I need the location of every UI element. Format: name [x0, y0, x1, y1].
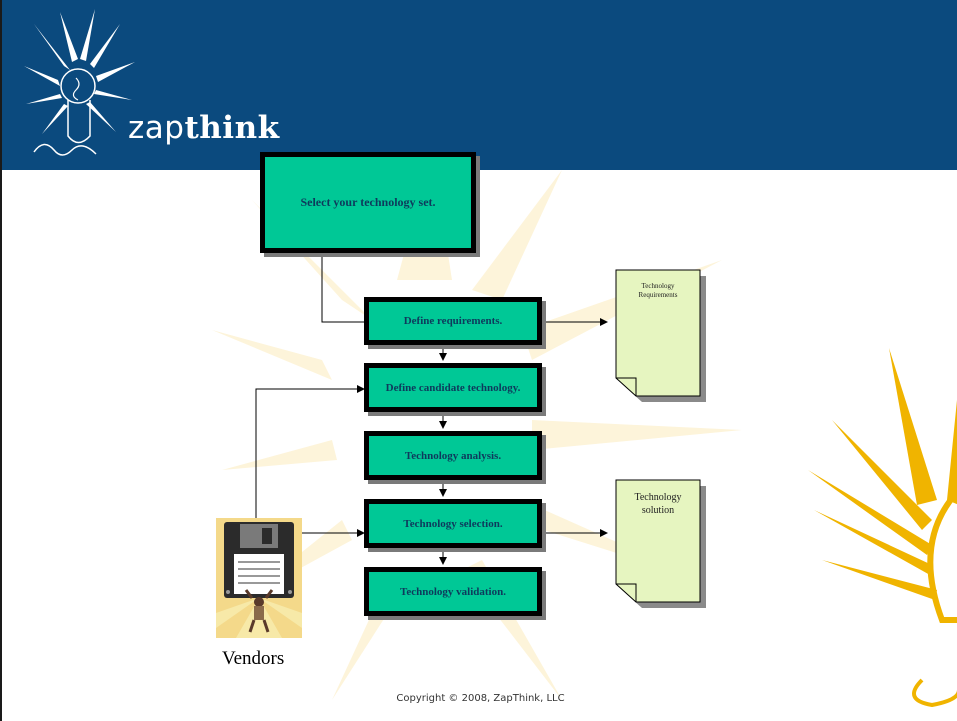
arrow-vendors-to-candidate	[255, 385, 365, 518]
doc-line-1: Technology	[634, 492, 682, 503]
step-label: Define candidate technology.	[385, 381, 521, 394]
step-label: Technology selection.	[403, 517, 503, 530]
lightbulb-logo-icon	[24, 9, 135, 156]
step-label: Technology analysis.	[404, 449, 502, 462]
step-technology-validation: Technology validation.	[364, 567, 542, 616]
step-define-requirements: Define requirements.	[364, 297, 542, 345]
brand-bold: think	[184, 110, 280, 146]
step-define-candidate-technology: Define candidate technology.	[364, 363, 542, 412]
vendors-floppy-disk-icon	[216, 518, 302, 638]
brand-prefix: zap	[128, 110, 185, 146]
vendors-label: Vendors	[222, 648, 285, 669]
step-technology-analysis: Technology analysis.	[364, 431, 542, 480]
solution-document-label: Technology solution	[616, 491, 700, 517]
step-label: Define requirements.	[403, 315, 503, 327]
doc-line-2: Requirements	[638, 291, 678, 299]
header-banner: zapthink	[2, 0, 957, 170]
step-technology-selection: Technology selection.	[364, 499, 542, 548]
brand-wordmark: zapthink	[128, 110, 280, 146]
doc-line-2: solution	[641, 505, 675, 516]
step-select-technology-set: Select your technology set.	[260, 152, 476, 253]
step-label: Select your technology set.	[300, 195, 436, 209]
copyright-footer: Copyright © 2008, ZapThink, LLC	[396, 693, 565, 704]
connector-select-to-define	[321, 253, 367, 323]
requirements-document-label: Technology Requirements	[616, 282, 700, 300]
doc-line-1: Technology	[641, 282, 675, 290]
step-label: Technology validation.	[400, 585, 506, 598]
